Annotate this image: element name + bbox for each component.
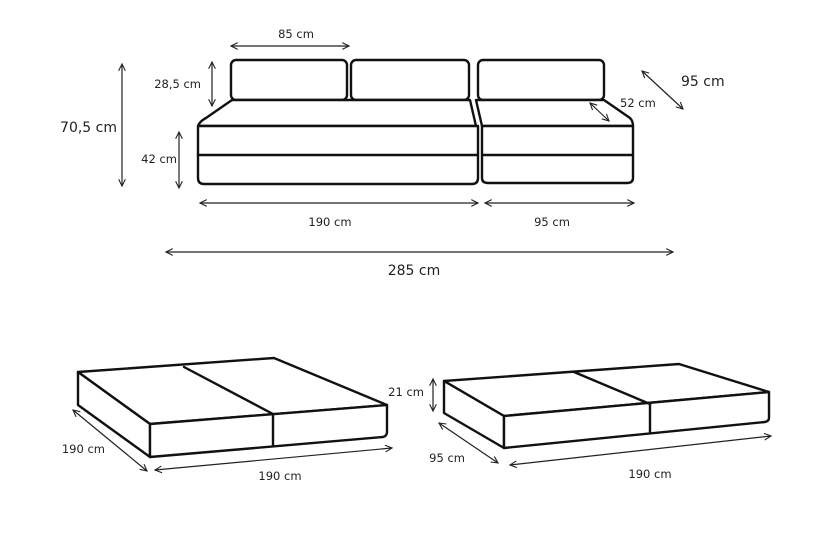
bed-large-illustration (76, 356, 389, 459)
seat-top-left (196, 98, 478, 128)
backrest-cushion-1 (229, 58, 349, 102)
bed-small-dimensions: 21 cm 95 cm 190 cm (388, 379, 771, 481)
bed-large-dimensions: 190 cm 190 cm (62, 410, 392, 483)
backrest-cushion-2 (349, 58, 471, 102)
label-total-depth: 95 cm (681, 74, 725, 90)
sofa-dimensions (122, 46, 683, 252)
label-seat-height: 42 cm (141, 152, 177, 166)
bed-small-illustration (442, 362, 771, 450)
label-backrest-height: 28,5 cm (154, 77, 201, 91)
bed-large-front (148, 403, 389, 459)
label-right-module-width: 95 cm (534, 215, 570, 229)
label-small-width: 190 cm (628, 467, 671, 481)
sofa-labels: 85 cm 28,5 cm 70,5 cm 42 cm 52 cm 95 cm … (60, 27, 725, 279)
label-large-width: 190 cm (258, 469, 301, 483)
label-left-module-width: 190 cm (308, 215, 351, 229)
label-backrest-width: 85 cm (278, 27, 314, 41)
label-small-depth: 95 cm (429, 451, 465, 465)
label-large-depth: 190 cm (62, 442, 105, 456)
backrest-cushion-3 (476, 58, 606, 102)
label-total-width: 285 cm (388, 263, 441, 279)
label-seat-depth: 52 cm (620, 96, 656, 110)
sofa-illustration (196, 58, 635, 186)
label-total-height: 70,5 cm (60, 120, 117, 136)
seat-top-right (474, 98, 635, 128)
label-small-height: 21 cm (388, 385, 424, 399)
